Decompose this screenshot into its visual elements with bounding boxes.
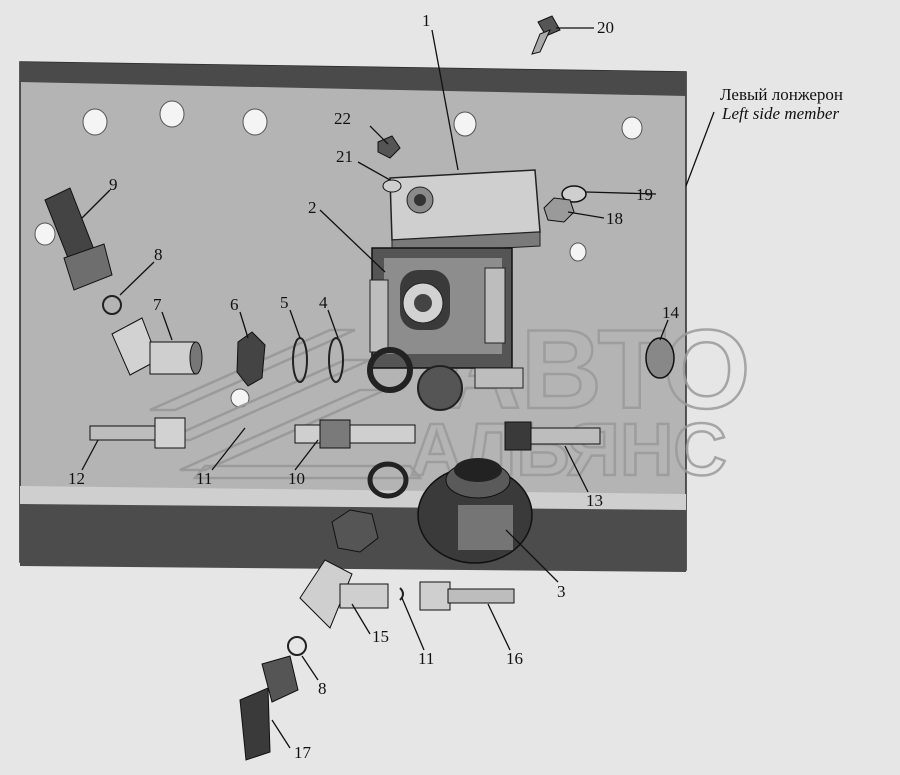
elbow-15 bbox=[299, 559, 389, 629]
ring-8-lower bbox=[287, 636, 307, 656]
valve-body bbox=[367, 247, 524, 411]
callout-19: 19 bbox=[636, 185, 653, 204]
callout-10: 10 bbox=[288, 469, 305, 488]
callout-17: 17 bbox=[294, 743, 312, 762]
callout-labels: 1 2 3 4 5 6 7 8 8 9 10 11 11 12 13 14 15… bbox=[68, 11, 680, 762]
caption-ru: Левый лонжерон bbox=[720, 85, 843, 104]
sealing-ring bbox=[367, 461, 409, 499]
callout-11-lower: 11 bbox=[418, 649, 434, 668]
bolt-20 bbox=[531, 15, 561, 55]
pipe-13 bbox=[504, 421, 601, 451]
pipe-10 bbox=[294, 419, 416, 449]
callout-2: 2 bbox=[308, 198, 317, 217]
callout-11-upper: 11 bbox=[196, 469, 212, 488]
callout-13: 13 bbox=[586, 491, 603, 510]
callout-1: 1 bbox=[422, 11, 431, 30]
nut-lower bbox=[331, 509, 379, 553]
callout-22: 22 bbox=[334, 109, 351, 128]
fitting-9 bbox=[44, 187, 113, 291]
ring-8-upper bbox=[102, 295, 122, 315]
lower-fittings bbox=[239, 509, 515, 761]
clip-14 bbox=[645, 337, 675, 379]
clip-11-lower bbox=[399, 587, 404, 601]
washer-21 bbox=[382, 179, 402, 193]
callout-3: 3 bbox=[557, 582, 566, 601]
nut-22 bbox=[377, 135, 401, 159]
nut-6 bbox=[236, 331, 266, 387]
callout-15: 15 bbox=[372, 627, 389, 646]
callout-16: 16 bbox=[506, 649, 523, 668]
chamber bbox=[417, 458, 533, 564]
leader-lines bbox=[81, 27, 715, 749]
caption-en: Left side member bbox=[721, 104, 839, 123]
callout-9: 9 bbox=[109, 175, 118, 194]
callout-18: 18 bbox=[606, 209, 623, 228]
callout-4: 4 bbox=[319, 293, 328, 312]
fitting-17 bbox=[239, 655, 299, 761]
callout-7: 7 bbox=[153, 295, 162, 314]
callout-14: 14 bbox=[662, 303, 680, 322]
pipe-12 bbox=[89, 417, 186, 449]
nut-18 bbox=[543, 197, 575, 223]
callout-8-lower: 8 bbox=[318, 679, 327, 698]
washer-19 bbox=[561, 185, 587, 203]
callout-6: 6 bbox=[230, 295, 239, 314]
bracket bbox=[389, 169, 541, 255]
elbow-7 bbox=[111, 317, 203, 376]
side-member-caption: Левый лонжерон Left side member bbox=[720, 85, 843, 123]
washer-4 bbox=[328, 337, 344, 383]
callout-8-upper: 8 bbox=[154, 245, 163, 264]
pipe-16 bbox=[419, 581, 515, 611]
left-fittings bbox=[44, 15, 675, 499]
callout-20: 20 bbox=[597, 18, 614, 37]
callout-5: 5 bbox=[280, 293, 289, 312]
callout-21: 21 bbox=[336, 147, 353, 166]
callout-12: 12 bbox=[68, 469, 85, 488]
